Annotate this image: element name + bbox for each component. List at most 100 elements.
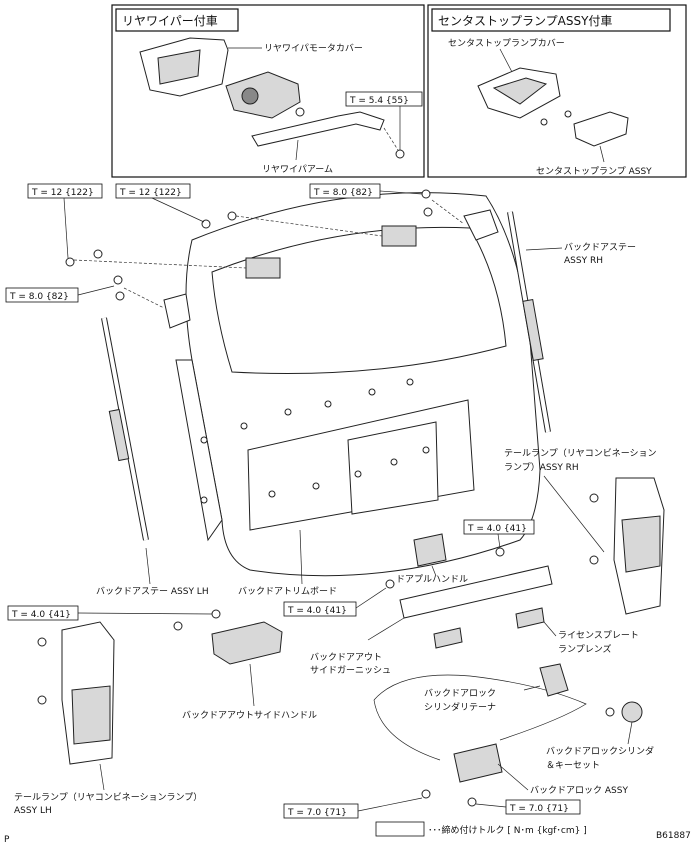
torque-hinge-center: T = 12 {122} <box>119 188 182 198</box>
leader-garnish <box>367 617 405 641</box>
clip-1 <box>240 422 248 430</box>
label-cylinder-2: ＆キーセット <box>546 760 600 771</box>
clip-10 <box>354 470 362 478</box>
tail-lamp-lh-lens <box>71 685 111 745</box>
clip-7 <box>200 496 208 504</box>
label-outside-handle: バックドアアウトサイドハンドル <box>182 710 317 721</box>
inset-stoplamp-title-box <box>431 8 671 32</box>
torque-box-hinge-left <box>27 183 103 199</box>
leader-torque-lock-left <box>357 797 423 812</box>
label-garnish-2: サイドガーニッシュ <box>310 665 391 676</box>
lock-cylinder-key <box>605 707 615 717</box>
label-retainer-1: バックドアロック <box>424 688 496 699</box>
torque-lock-right: T = 7.0 {71} <box>509 804 569 814</box>
stay-rh-cylinder <box>522 299 544 361</box>
label-stoplamp-assy: センタストップランプ ASSY <box>536 166 652 177</box>
inset-stoplamp-frame <box>427 4 687 178</box>
inset-stoplamp-title: センタストップランプASSY付車 <box>438 14 612 28</box>
leader-stoplamp-cover <box>499 48 513 73</box>
lock-bolt-right <box>467 797 477 807</box>
door-lock-group: バックドアロック シリンダリテーナ バックドアロックシリンダ ＆キーセット バッ… <box>283 663 654 819</box>
clip-6 <box>200 436 208 444</box>
tail-lh-nut-2 <box>37 695 47 705</box>
leader-pull-handle <box>431 565 437 577</box>
label-stay-rh-1: バックドアステー <box>564 242 636 253</box>
license-lens-right <box>515 607 545 629</box>
leader-tail-rh <box>543 475 605 553</box>
bolt-hinge-left-1 <box>65 257 75 267</box>
pull-handle-garnish: ドアプルハンドル T = 4.0 {41} T = 4.0 {41} バックドア… <box>283 519 553 676</box>
torque-box-wiper <box>345 91 423 107</box>
label-trim-board: バックドアトリムボード <box>238 586 337 597</box>
torque-outside-handle: T = 4.0 {41} <box>11 610 71 620</box>
leader-bracket-right <box>379 190 423 195</box>
label-tail-lh-2: ASSY LH <box>14 806 52 816</box>
stay-lh-rod-inner <box>102 317 148 541</box>
label-garnish-1: バックドアアウト <box>310 652 382 663</box>
clip-8 <box>268 490 276 498</box>
dash-hinge-center <box>235 215 383 237</box>
leader-retainer <box>523 685 541 691</box>
clip-3 <box>324 400 332 408</box>
back-door-left-edge <box>175 359 223 542</box>
clip-4 <box>368 388 376 396</box>
handle-nut-1 <box>173 621 183 631</box>
label-tail-rh-2: ランプ）ASSY RH <box>504 462 579 473</box>
garnish-bolt-right <box>495 547 505 557</box>
torque-box-hinge-center <box>115 183 191 199</box>
clip-12 <box>422 446 430 454</box>
leader-hinge-center <box>151 197 205 223</box>
torque-box-garnish-right <box>463 519 535 535</box>
leader-hinge-left <box>63 197 69 259</box>
label-wiper-arm: リヤワイパアーム <box>262 164 333 175</box>
wiper-motor <box>225 71 301 119</box>
trim-board-license-recess <box>347 421 439 515</box>
bolt-hinge-center-2 <box>227 211 237 221</box>
footer-code: B61887 <box>656 831 691 841</box>
label-lock-assy: バックドアロック ASSY <box>530 785 628 796</box>
torque-box-garnish-center <box>283 601 357 617</box>
lock-assy <box>453 743 503 783</box>
leader-trim-board <box>299 529 303 585</box>
label-retainer-2: シリンダリテーナ <box>424 701 496 713</box>
tail-rh-nut-1 <box>589 493 599 503</box>
bolt-hinge-center-1 <box>201 219 211 229</box>
torque-garnish-right: T = 4.0 {41} <box>467 524 527 534</box>
dash-bracket-left <box>123 287 165 309</box>
label-wiper-motor-cover: リヤワイパモータカバー <box>264 43 363 54</box>
wiper-arm <box>251 111 385 147</box>
hinge-right <box>381 225 417 247</box>
lock-rod <box>373 699 441 761</box>
leader-license <box>543 621 557 637</box>
leader-torque-lock-right <box>475 803 507 808</box>
leader-stay-lh <box>145 547 151 585</box>
inset-wiper-frame <box>111 4 425 178</box>
dash-bracket-right <box>431 199 465 225</box>
stay-bracket-right <box>463 209 499 241</box>
back-door <box>175 192 541 577</box>
leader-torque-garnish-right <box>497 533 501 549</box>
outside-handle: T = 4.0 {41} バックドアアウトサイドハンドル <box>7 605 317 721</box>
label-tail-rh-1: テールランプ（リヤコンビネーション <box>504 448 657 459</box>
license-lens-left <box>433 627 463 649</box>
leader-stay-rh <box>525 247 563 251</box>
back-door-stays: バックドアステー ASSY RH バックドアステー ASSY LH <box>96 211 636 597</box>
inset-center-stop-lamp: センタストップランプASSY付車 センタストップランプカバー センタストップラン… <box>427 4 687 178</box>
bolt-bracket-right-2 <box>423 207 433 217</box>
lock-cylinder <box>621 701 643 723</box>
bolt-bracket-left-1 <box>113 275 123 285</box>
lock-cylinder-retainer <box>539 663 569 697</box>
clip-2 <box>284 408 292 416</box>
torque-bracket-left: T = 8.0 {82} <box>9 292 69 302</box>
leader-bracket-left <box>77 285 115 296</box>
tail-lh-nut-1 <box>37 637 47 647</box>
wiper-motor-cover-recess <box>157 49 201 85</box>
clip-9 <box>312 482 320 490</box>
license-lamps: ライセンスプレート ランプレンズ <box>433 607 639 655</box>
label-license-2: ランプレンズ <box>558 643 612 655</box>
trim-board: バックドアトリムボード <box>200 378 475 597</box>
stoplamp-screw-1 <box>540 118 548 126</box>
stay-lh-cylinder <box>108 408 130 462</box>
tail-lamp-rh: テールランプ（リヤコンビネーション ランプ）ASSY RH <box>504 448 665 615</box>
bolts <box>65 189 465 309</box>
